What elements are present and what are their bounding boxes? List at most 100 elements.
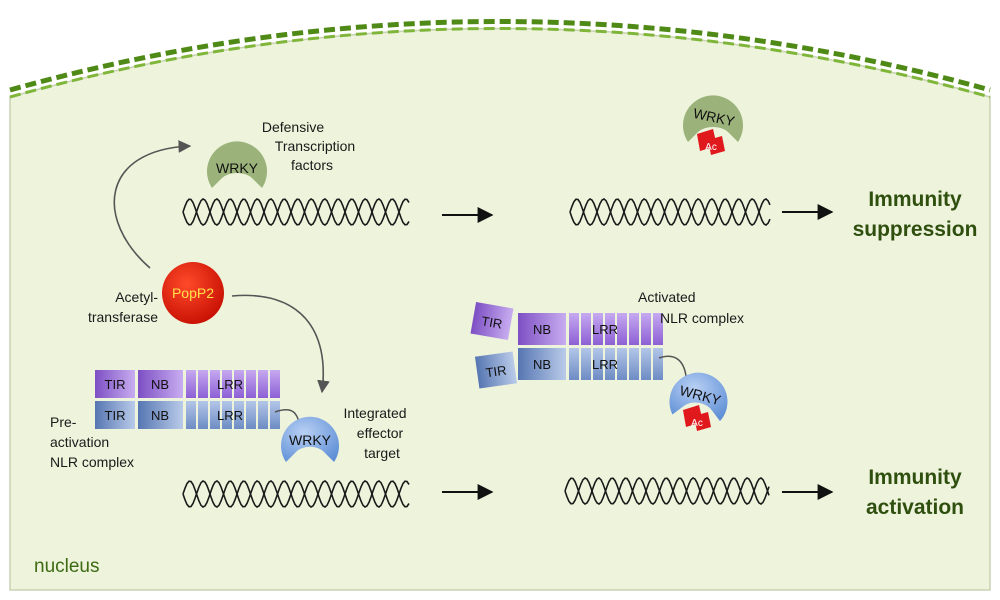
lrr-repeat (246, 370, 256, 398)
nlr-active-bottom-row: TIR NB LRR (474, 348, 663, 389)
lrr-repeat (617, 348, 627, 380)
nb-domain-pre-bottom (138, 401, 183, 429)
tir-domain-pre-bottom (95, 401, 135, 429)
tir-domain-active-top (470, 301, 514, 341)
label-integrated-line2: effector (357, 425, 404, 441)
lrr-repeat (234, 370, 244, 398)
lrr-repeat (186, 370, 196, 398)
label-activated-nlr: Activated NLR complex (638, 289, 744, 326)
nb-domain-active-top (518, 313, 566, 345)
tir-domain-pre-top (95, 370, 135, 398)
tir-label-active-bottom: TIR (485, 363, 508, 381)
ac-label-bottom: Ac (691, 418, 703, 429)
lrr-label-active-bottom: LRR (592, 357, 618, 372)
tir-label-active-top: TIR (480, 313, 503, 331)
lrr-label-pre-bottom: LRR (217, 408, 243, 423)
outcome-immunity-suppression: Immunity suppression (853, 188, 978, 241)
nlr-active-top-row: TIR NB LRR (470, 301, 663, 345)
lrr-repeat (186, 401, 196, 429)
label-defensive-line2: Transcription (275, 138, 355, 154)
activation-line2: activation (866, 496, 964, 519)
wrky-integrated-label: WRKY (289, 432, 332, 448)
lrr-label-active-top: LRR (592, 322, 618, 337)
label-pre-line1: Pre- (50, 414, 77, 430)
lrr-repeat (653, 348, 663, 380)
nb-label-active-top: NB (533, 322, 551, 337)
suppression-line1: Immunity (868, 188, 962, 211)
lrr-repeat (210, 401, 220, 429)
nb-domain-active-bottom (518, 348, 566, 380)
dna-helix-top-left (182, 198, 410, 226)
label-activated-line1: Activated (638, 289, 696, 305)
nb-label-pre-bottom: NB (151, 408, 169, 423)
lrr-repeat (629, 348, 639, 380)
label-defensive-line1: Defensive (262, 119, 324, 135)
nb-label-pre-top: NB (151, 377, 169, 392)
arrow-popp2-to-integrated-wrky (231, 294, 330, 394)
lrr-repeat (210, 370, 220, 398)
nuclear-membrane-outer (9, 19, 991, 93)
lrr-repeat (569, 348, 579, 380)
label-defensive-line3: factors (291, 157, 333, 173)
lrr-repeat (653, 313, 663, 345)
popp2-acetyltransferase: PopP2 (162, 262, 224, 324)
ac-label-top: Ac (705, 142, 717, 153)
lrr-repeat (258, 401, 268, 429)
label-integrated-target: Integrated effector target (343, 405, 406, 461)
label-acetyltransferase: Acetyl- transferase (88, 289, 158, 325)
nlr-pre-bottom-row: TIR NB LRR (95, 401, 280, 429)
wrky-defensive: WRKY (207, 141, 267, 188)
label-pre-line2: activation (50, 434, 109, 450)
label-integrated-line1: Integrated (343, 405, 406, 421)
lrr-domain-pre-top (186, 370, 280, 398)
label-pre-activation: Pre- activation NLR complex (50, 414, 134, 470)
dna-strands (182, 198, 771, 508)
dna-helix-bottom-left (182, 480, 410, 508)
nlr-complex-activated: TIR NB LRR TIR NB LRR (470, 301, 687, 389)
lrr-repeat (234, 401, 244, 429)
arrow-popp2-to-defensive-wrky (113, 140, 192, 269)
label-integrated-line3: target (364, 445, 400, 461)
lrr-repeat (198, 401, 208, 429)
nb-domain-pre-top (138, 370, 183, 398)
nlr-active-linker (658, 355, 687, 377)
lrr-domain-active-bottom (569, 348, 663, 380)
nlr-pre-top-row: TIR NB LRR (95, 370, 280, 398)
nb-label-active-bottom: NB (533, 357, 551, 372)
suppression-line2: suppression (853, 218, 978, 241)
tir-label-pre-bottom: TIR (105, 408, 126, 423)
lrr-repeat (246, 401, 256, 429)
wrky-integrated-domain: WRKY (281, 416, 339, 462)
outcome-immunity-activation: Immunity activation (866, 466, 964, 519)
tir-domain-active-bottom (474, 351, 518, 389)
lrr-repeat (581, 313, 591, 345)
wrky-defensive-label: WRKY (216, 160, 259, 176)
popp2-label: PopP2 (172, 285, 214, 301)
wrky-acetylated-released: WRKY Ac (683, 95, 743, 155)
lrr-domain-active-top (569, 313, 663, 345)
lrr-repeat (593, 313, 603, 345)
lrr-label-pre-top: LRR (217, 377, 243, 392)
lrr-repeat (222, 370, 232, 398)
lrr-repeat (593, 348, 603, 380)
label-pre-line3: NLR complex (50, 454, 134, 470)
label-activated-line2: NLR complex (660, 310, 744, 326)
dna-helix-top-right (569, 198, 771, 226)
lrr-repeat (605, 348, 615, 380)
nuclear-membrane-inner (9, 27, 991, 99)
ac-mark-bottom: Ac (683, 405, 711, 431)
lrr-repeat (270, 370, 280, 398)
label-acetyl-line2: transferase (88, 309, 158, 325)
lrr-repeat (270, 401, 280, 429)
nlr-complex-pre-activation: TIR NB LRR TIR NB LRR (95, 370, 301, 429)
lrr-repeat (258, 370, 268, 398)
nucleus-label: nucleus (34, 556, 100, 577)
lrr-repeat (641, 313, 651, 345)
lrr-repeat (198, 370, 208, 398)
lrr-repeat (641, 348, 651, 380)
label-acetyl-line1: Acetyl- (115, 289, 158, 305)
lrr-repeat (629, 313, 639, 345)
lrr-repeat (617, 313, 627, 345)
